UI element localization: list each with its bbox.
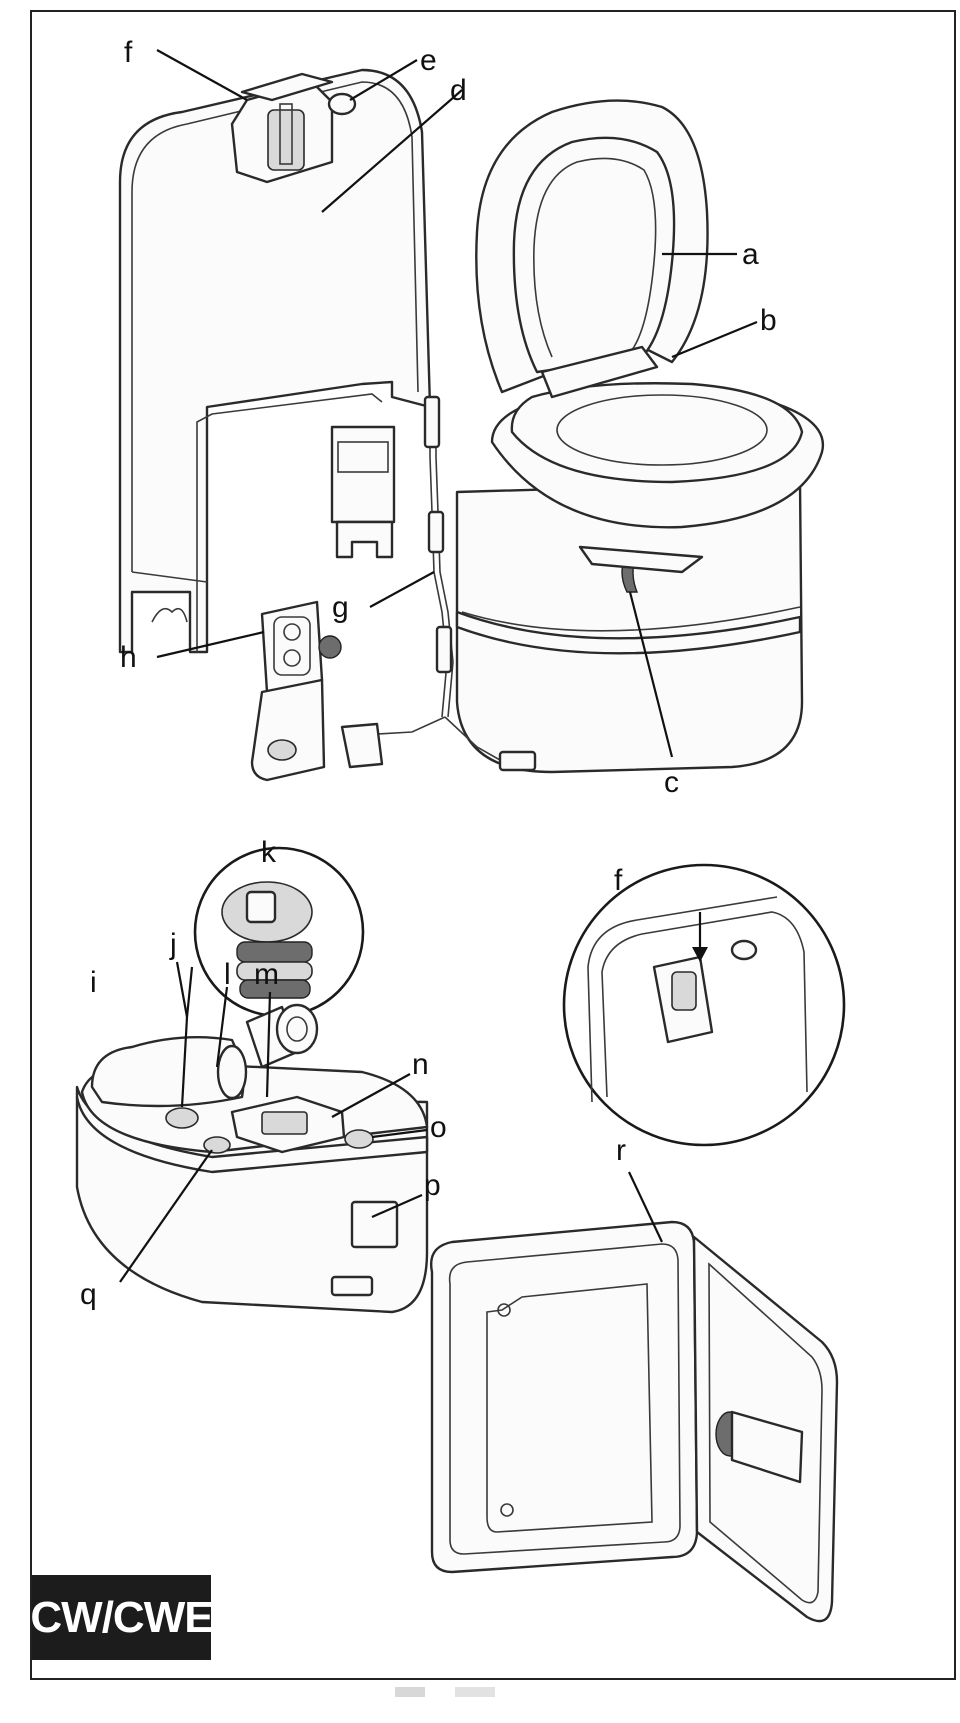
label-b: b <box>760 304 777 337</box>
toilet-bowl-and-seat <box>455 99 825 774</box>
scan-marks <box>395 1687 495 1697</box>
valve-callout-k <box>193 846 365 1018</box>
label-p: p <box>424 1169 441 1202</box>
parts-diagram: f e d a b c g h k f j i l m n o p q r <box>75 36 846 1623</box>
label-f-detail: f <box>614 864 623 897</box>
label-r: r <box>616 1134 626 1167</box>
label-c: c <box>664 766 679 799</box>
holding-tank <box>75 1003 429 1314</box>
label-a: a <box>742 238 759 271</box>
wiring-harness-g <box>340 395 537 772</box>
service-door-r <box>430 1220 839 1623</box>
label-e: e <box>420 44 437 77</box>
label-q: q <box>80 1278 97 1311</box>
label-g: g <box>332 591 349 624</box>
flush-panel-h <box>250 600 342 782</box>
leader-lines <box>119 49 758 1283</box>
model-badge: CW/CWE <box>30 1575 214 1660</box>
label-h: h <box>120 641 137 674</box>
label-d: d <box>450 74 467 107</box>
label-f: f <box>124 36 133 69</box>
label-o: o <box>430 1111 447 1144</box>
label-k: k <box>261 836 277 869</box>
label-n: n <box>412 1048 429 1081</box>
diagram-frame: f e d a b c g h k f j i l m n o p q r CW… <box>30 10 956 1680</box>
handle-detail-callout <box>562 863 846 1147</box>
label-i: i <box>90 966 97 999</box>
housing-cover-d <box>118 68 432 654</box>
label-j: j <box>169 928 177 961</box>
part-labels: f e d a b c g h k f j i l m n o p q r <box>80 36 777 1311</box>
label-m: m <box>254 958 279 991</box>
label-l: l <box>224 958 231 991</box>
